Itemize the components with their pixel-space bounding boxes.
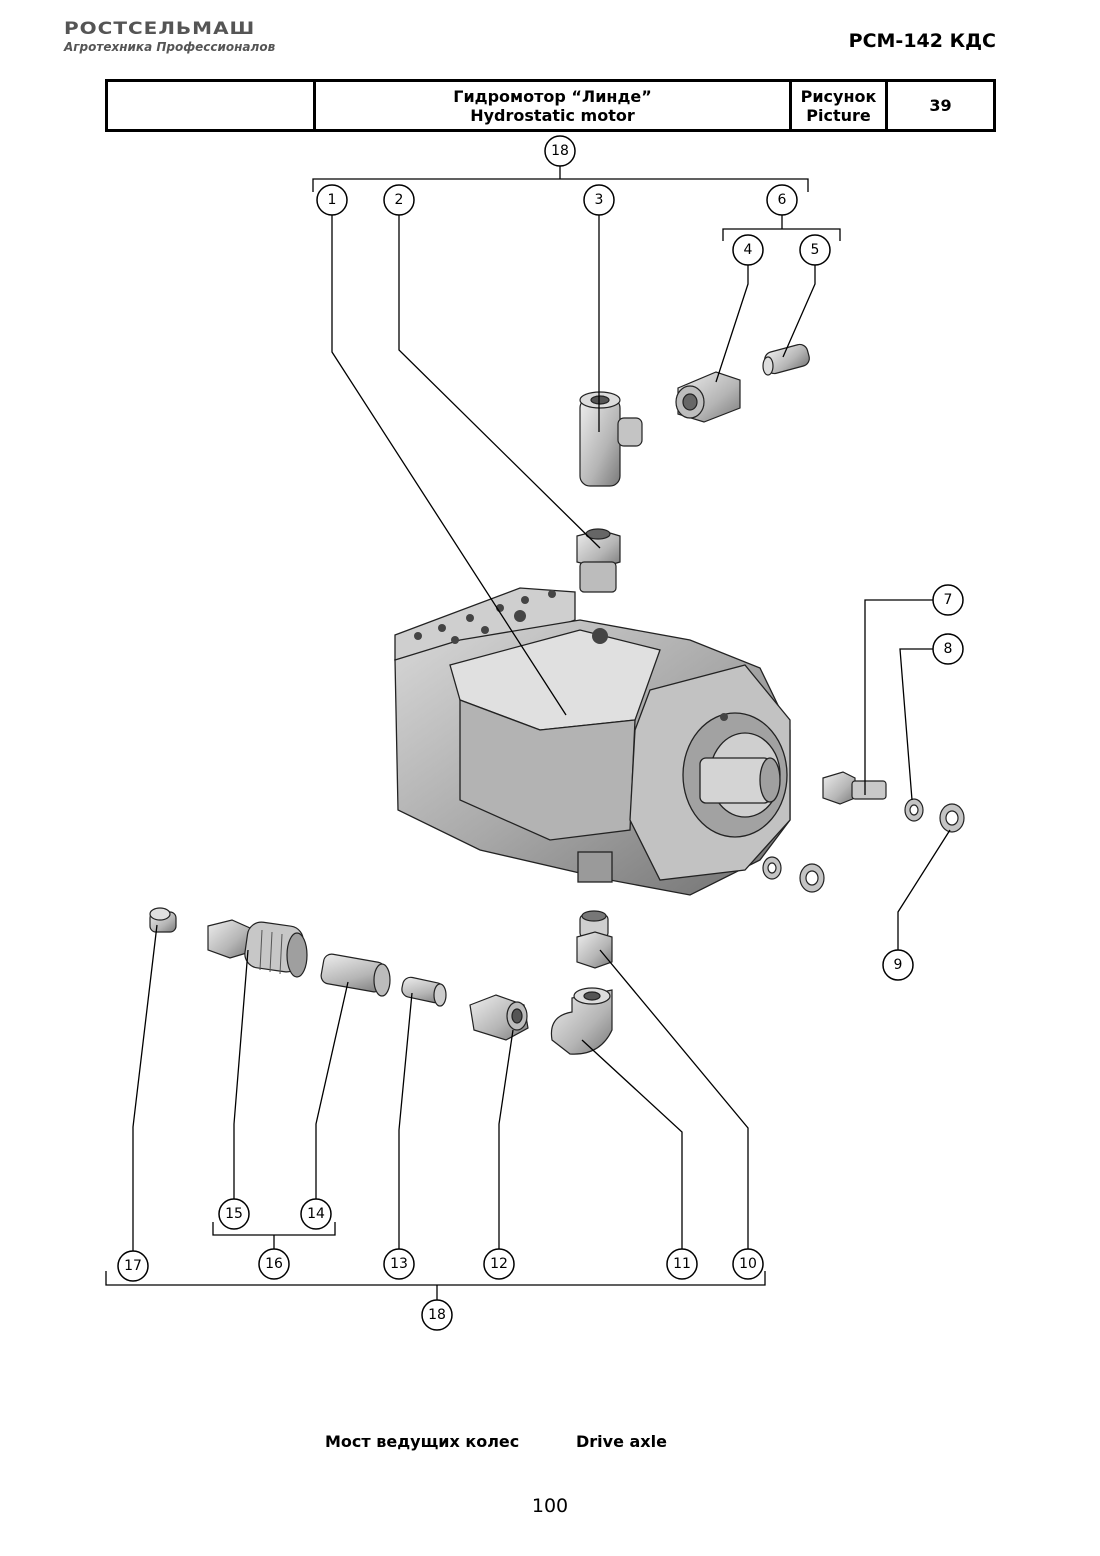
part-10-fitting [576,910,613,969]
leader-lines [105,165,951,1300]
picture-label-en: Picture [806,105,871,125]
svg-text:16: 16 [265,1256,283,1272]
part-8-washer [904,798,924,822]
svg-text:11: 11 [673,1256,691,1272]
flange-washers [762,856,825,893]
picture-number: 39 [929,96,952,115]
title-block-blank-cell [108,82,316,129]
part-5-adapter [762,343,810,376]
callout-9: 9 [882,949,914,981]
callout-11: 11 [666,1248,698,1280]
part-4-union-fitting [675,371,741,423]
callout-3: 3 [583,184,615,216]
svg-text:13: 13 [390,1256,408,1272]
svg-text:12: 12 [490,1256,508,1272]
svg-text:15: 15 [225,1206,243,1222]
page-number: 100 [531,1495,569,1517]
callout-17: 17 [117,1250,149,1282]
callout-10: 10 [732,1248,764,1280]
part-12-swivel-fitting [469,994,529,1041]
callout-13: 13 [383,1248,415,1280]
svg-text:8: 8 [944,641,953,657]
section-name-ru: Мост ведущих колес [325,1432,520,1451]
svg-text:1: 1 [328,192,337,208]
callout-8: 8 [932,633,964,665]
svg-text:14: 14 [307,1206,325,1222]
svg-text:18: 18 [428,1307,446,1323]
title-block: Гидромотор “Линде” Hydrostatic motor Рис… [105,79,996,132]
title-block-picture-cell: Рисунок Picture [792,82,888,129]
part-2-straight-fitting [576,528,621,593]
callout-1: 1 [316,184,348,216]
callouts: 18 1 2 3 6 4 5 7 8 9 15 14 17 16 13 12 1… [117,135,964,1331]
brand-tagline: Агротехника Профессионалов [64,40,276,54]
part-14-coupling [320,953,391,997]
assembly-name-ru: Гидромотор “Линде” [453,86,652,106]
part-15-quick-coupler [207,919,308,978]
part-17-plug [149,907,177,933]
part-13-adapter [401,976,447,1007]
svg-text:18: 18 [551,143,569,159]
callout-6: 6 [766,184,798,216]
callout-2: 2 [383,184,415,216]
part-11-elbow [550,987,613,1055]
motor-housing [394,587,791,896]
part-9-washer [939,803,965,833]
svg-text:2: 2 [395,192,404,208]
svg-text:6: 6 [778,192,787,208]
callout-18-bottom: 18 [421,1299,453,1331]
svg-text:10: 10 [739,1256,757,1272]
model-code: РСМ-142 КДС [848,30,996,52]
callout-7: 7 [932,584,964,616]
callout-16: 16 [258,1248,290,1280]
callout-5: 5 [799,234,831,266]
svg-text:9: 9 [894,957,903,973]
svg-text:4: 4 [744,242,753,258]
part-7-bolt [822,771,887,805]
assembly-name-en: Hydrostatic motor [470,105,635,125]
callout-18-top: 18 [544,135,576,167]
title-block-name-cell: Гидромотор “Линде” Hydrostatic motor [316,82,792,129]
brand-logo: РОСТСЕЛЬМАШ [64,18,256,39]
callout-14: 14 [300,1198,332,1230]
svg-text:17: 17 [124,1258,142,1274]
section-name-en: Drive axle [576,1432,667,1451]
callout-12: 12 [483,1248,515,1280]
part-3-tee-fitting [579,391,643,487]
callout-15: 15 [218,1198,250,1230]
svg-text:7: 7 [944,592,953,608]
svg-text:3: 3 [595,192,604,208]
svg-text:5: 5 [811,242,820,258]
picture-label-ru: Рисунок [800,86,877,106]
callout-4: 4 [732,234,764,266]
